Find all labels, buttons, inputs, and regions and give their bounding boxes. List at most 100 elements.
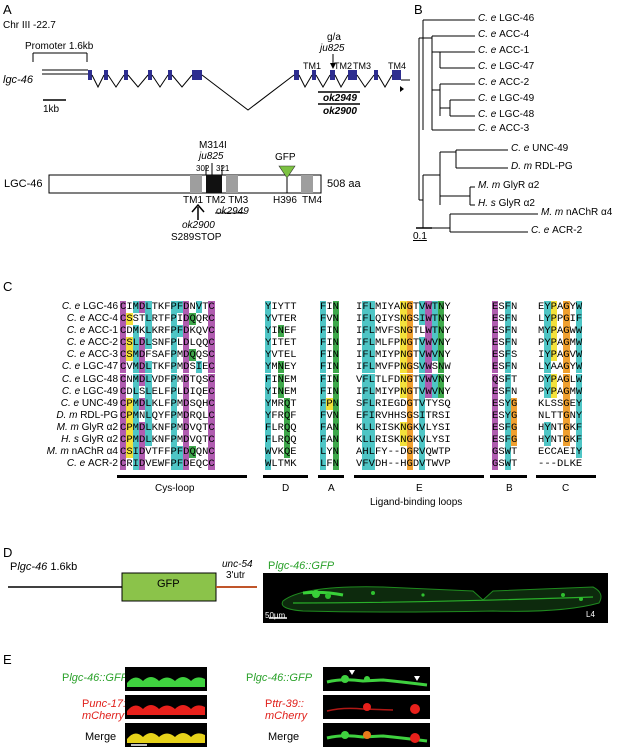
alignment-row: FINEM <box>265 373 297 386</box>
loop-b-bar <box>490 475 527 478</box>
alignment-row: EFIRVHHSGSITRSI <box>356 409 451 422</box>
alignment-row: IFLMIYANGTVWTNY <box>356 301 451 313</box>
chromosome-label: Chr III -22.7 <box>3 20 56 31</box>
gene-structure-diagram <box>32 52 410 220</box>
alignment-species: C. e UNC-49 <box>60 397 118 409</box>
cys-loop-label: Cys-loop <box>155 483 195 494</box>
alignment-row: YINEM <box>265 385 297 398</box>
alignment-row: IFLQIYSNGSIWTNY <box>356 313 451 326</box>
tree-taxon: C. e LGC-49 <box>478 93 535 104</box>
alignment-row: WVKQE <box>265 446 297 459</box>
tree-taxon: C. e LGC-48 <box>478 109 535 120</box>
exon-6 <box>192 70 202 80</box>
alignment-row: CPMDLKLFPMDSQHC <box>120 397 215 410</box>
e-right-label-mcherry-1: Pttr-39:: <box>265 698 304 710</box>
worm-fluorescence-image <box>263 573 608 623</box>
utr-gene-label: unc-54 <box>222 559 253 570</box>
alignment-row: MYPAGWW <box>538 325 583 338</box>
alignment-row: CSIDVTFFPFDQQNC <box>120 446 215 459</box>
e-left-label-merge: Merge <box>85 731 117 743</box>
alignment-row: ESFN <box>492 313 518 326</box>
protein-bar <box>48 174 322 194</box>
alignment-row: VFLTLFDNGTVWVNY <box>356 373 451 386</box>
alignment-row: FIN <box>320 337 339 350</box>
gfp-marker <box>278 165 296 179</box>
alignment-row: YMNEY <box>265 361 297 374</box>
exon-7 <box>294 70 299 80</box>
alignment-species: C. e LGC-49 <box>61 385 118 397</box>
mutation-allele: ju825 <box>199 151 224 162</box>
ok2949-protein-label: ok2949 <box>216 206 249 217</box>
alignment-row: LFN <box>320 458 339 471</box>
alignment-row: ESYG <box>492 397 518 410</box>
alignment-row: YIYTT <box>265 301 297 313</box>
gfp-insertion-label: GFP <box>275 152 296 163</box>
protein-length: 508 aa <box>327 178 361 190</box>
alignment-row: CRIDVEWFPFDEQCC <box>120 458 215 471</box>
loop-c-label: C <box>562 483 570 494</box>
snp-allele: ju825 <box>320 43 345 54</box>
alignment-row: HYNTGKF <box>538 434 583 447</box>
ligand-binding-loops-label: Ligand-binding loops <box>370 497 463 508</box>
exons <box>88 70 401 80</box>
loop-e-bar <box>354 475 484 478</box>
alignment-row: LYN <box>320 446 339 459</box>
alignment-row: NLTTGNY <box>538 409 583 422</box>
deletion-ok2949-gene: ok2949 <box>323 93 357 104</box>
alignment-row: FAN <box>320 434 339 447</box>
alignment-row: CPMNLQYFPMDRQLC <box>120 409 215 422</box>
tm3-gene-label: TM3 <box>353 61 371 71</box>
e-left-merge-image <box>125 723 207 747</box>
h396-label: H396 <box>273 195 297 206</box>
alignment-row: FIN <box>320 349 339 362</box>
alignment-species: M. m GlyR α2 <box>56 421 118 433</box>
alignment-species: C. e ACC-2 <box>66 337 118 349</box>
worm-shape <box>269 586 602 619</box>
alignment-row: FLRQQ <box>265 421 297 434</box>
alignment-species: C. e LGC-48 <box>61 373 118 385</box>
exon-4 <box>148 70 152 80</box>
tree-taxon: C. e ACC-4 <box>478 29 530 40</box>
gene-name: lgc-46 <box>3 74 33 86</box>
alignment-row: VFVDH--HGDVTWVP <box>356 458 451 471</box>
direction-arrow <box>400 86 404 92</box>
tm4-gene-label: TM4 <box>388 61 406 71</box>
tree-taxon: C. e LGC-46 <box>478 13 535 24</box>
alignment-species: M. m nAChR α4 <box>46 446 118 458</box>
gene-scale-label: 1kb <box>43 104 60 115</box>
tree-branches <box>418 19 538 233</box>
alignment-row: YVTER <box>265 313 297 326</box>
exon-10 <box>348 70 357 80</box>
e-right-label-gfp: Plgc-46::GFP <box>246 672 313 684</box>
alignment-row: PYPAGMW <box>538 385 583 398</box>
tree-taxon: M. m GlyR α2 <box>478 180 540 191</box>
alignment-row: IFLMVFPNGSVWSNW <box>356 361 451 374</box>
alignment-row: LYPPGIF <box>538 313 583 326</box>
e-right-gfp-image <box>323 667 430 691</box>
protein-name: LGC-46 <box>4 178 43 190</box>
alignment-row: CPMDLKNFPMDVQTC <box>120 421 215 434</box>
snp-label: g/a <box>327 32 341 43</box>
alignment-row: ESFN <box>492 337 518 350</box>
loop-a-label: A <box>328 483 335 494</box>
e-left-label-mcherry-2: mCherry <box>82 710 125 722</box>
alignment-row: KLLRISKNGKVLYSI <box>356 421 451 434</box>
alignment-row: FPN <box>320 397 339 410</box>
gfp-construct-diagram <box>8 572 257 602</box>
alignment-species: C. e LGC-47 <box>61 361 118 373</box>
alignment-row: FVN <box>320 409 339 422</box>
loop-b-label: B <box>506 483 513 494</box>
phylogenetic-tree <box>416 19 538 233</box>
alignment-row: AHLFY--DGRVQWTP <box>356 446 451 459</box>
tree-taxon: D. m RDL-PG <box>511 161 573 172</box>
alignment-row: ESYG <box>492 409 518 422</box>
loop-a-bar <box>318 475 344 478</box>
alignment-row: ESFG <box>492 434 518 447</box>
tree-taxon: C. e ACC-3 <box>478 123 530 134</box>
e-right-label-merge: Merge <box>268 731 300 743</box>
loop-d-label: D <box>282 483 290 494</box>
